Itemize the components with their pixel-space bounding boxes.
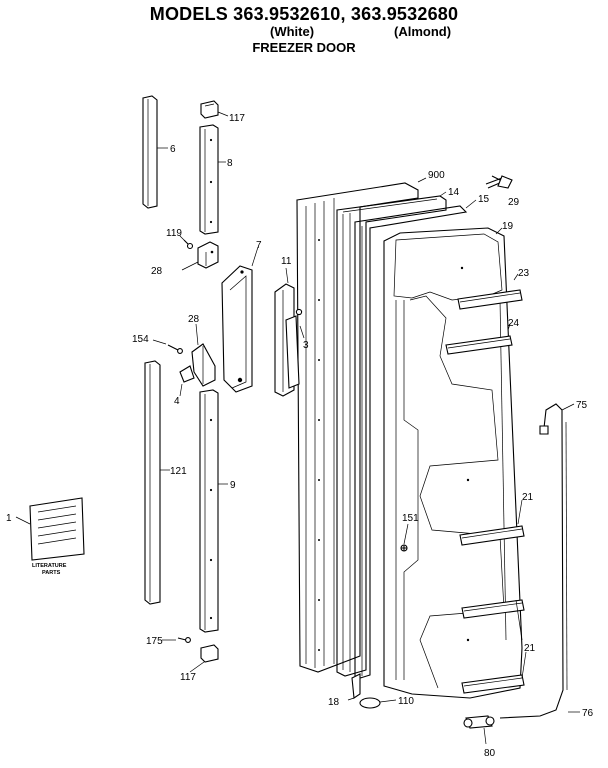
label-1: 1 — [6, 513, 12, 524]
variant-white: (White) — [270, 24, 315, 39]
part-11-handle-mount — [274, 283, 300, 397]
part-23-shelf-bar — [457, 289, 523, 310]
label-21-b: 21 — [524, 643, 536, 654]
literature-label-line1: LITERATURE — [32, 563, 67, 569]
part-21-shelf-bar-3 — [461, 674, 525, 694]
label-8: 8 — [227, 158, 233, 169]
label-18: 18 — [328, 697, 340, 708]
label-3: 3 — [303, 340, 309, 351]
label-119: 119 — [166, 228, 182, 239]
part-18-lower-strip — [351, 673, 361, 699]
label-117-top: 117 — [229, 113, 245, 124]
label-15: 15 — [478, 194, 490, 205]
label-9: 9 — [230, 480, 236, 491]
label-23: 23 — [518, 268, 530, 279]
part-3-screw — [295, 308, 303, 316]
label-6: 6 — [170, 144, 176, 155]
part-7-handle — [221, 265, 253, 393]
part-80-connector — [463, 715, 495, 729]
label-175: 175 — [146, 636, 163, 647]
label-11: 11 — [281, 256, 292, 267]
part-8-upper-channel — [199, 124, 219, 235]
part-4-clip — [179, 365, 195, 383]
part-117-end-cap-bottom — [200, 644, 219, 663]
label-117-bottom: 117 — [180, 672, 196, 683]
label-900: 900 — [428, 170, 445, 181]
part-28-bracket-lower — [191, 343, 216, 387]
part-14-gasket — [336, 195, 447, 677]
label-28-lower: 28 — [188, 314, 200, 325]
label-75: 75 — [576, 400, 588, 411]
diagram-subtitle: FREEZER DOOR — [252, 40, 356, 55]
door-side-holes — [318, 239, 320, 651]
part-29-clip — [485, 175, 513, 189]
part-175-screw — [177, 637, 191, 643]
part-121-trim-strip — [144, 360, 161, 605]
part-1-literature-booklet: LITERATURE PARTS — [29, 497, 85, 576]
label-154: 154 — [132, 334, 149, 345]
part-6-trim-strip — [142, 95, 158, 209]
literature-label-line2: PARTS — [42, 570, 61, 576]
part-28-bracket-upper — [197, 241, 219, 269]
part-151-screw — [400, 544, 408, 552]
label-29: 29 — [508, 197, 520, 208]
label-76: 76 — [582, 708, 594, 719]
part-119-screw — [183, 239, 194, 250]
label-21-a: 21 — [522, 492, 534, 503]
label-14: 14 — [448, 187, 460, 198]
part-110-plug — [359, 697, 381, 709]
models-title: MODELS 363.9532610, 363.9532680 — [149, 4, 459, 24]
part-24-shelf-bar — [445, 335, 513, 355]
label-80: 80 — [484, 748, 496, 759]
part-9-lower-channel — [199, 389, 219, 633]
label-151: 151 — [402, 513, 419, 524]
part-21-shelf-bar-1 — [459, 525, 525, 546]
label-121: 121 — [170, 466, 187, 477]
label-19: 19 — [502, 221, 514, 232]
part-117-end-cap-top — [200, 100, 219, 119]
part-900-door-panel — [296, 182, 419, 673]
part-75-tube — [539, 403, 563, 435]
part-76-wire — [499, 421, 568, 719]
label-7: 7 — [256, 240, 262, 251]
part-21-shelf-bar-2 — [461, 599, 525, 619]
variant-almond: (Almond) — [394, 24, 452, 39]
leader-lines — [15, 111, 580, 745]
label-28-upper: 28 — [151, 266, 163, 277]
label-4: 4 — [174, 396, 180, 407]
label-24: 24 — [508, 318, 520, 329]
label-110: 110 — [398, 696, 414, 707]
part-154-screw — [167, 344, 183, 354]
